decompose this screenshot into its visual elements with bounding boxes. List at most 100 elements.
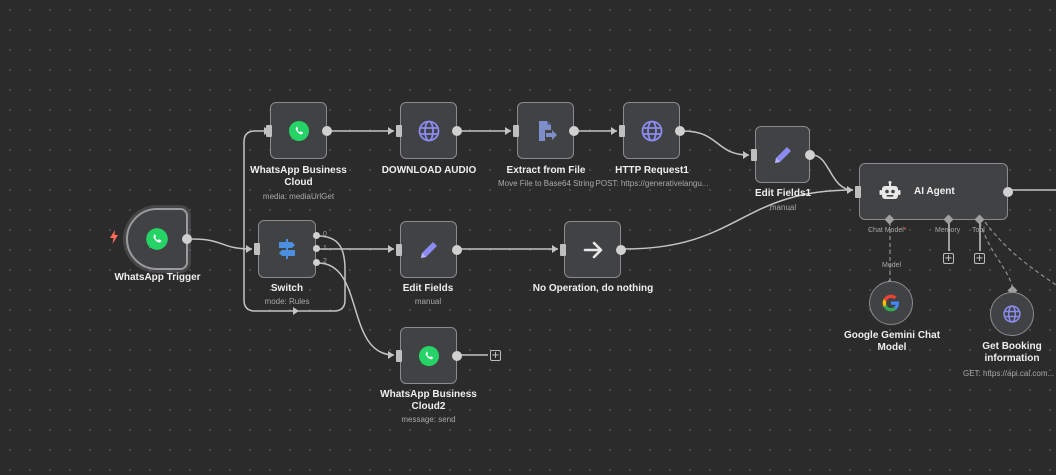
node-edit-fields1[interactable] [751, 126, 815, 183]
node-subtitle: manual [769, 203, 797, 212]
edge-switch-2-wbc2 [317, 262, 395, 356]
arrow-right-icon [583, 241, 602, 258]
input-port[interactable] [619, 124, 625, 137]
node-label: WhatsApp Business Cloud [250, 165, 347, 188]
chat-model-label: Chat Model [868, 227, 904, 234]
input-port[interactable] [266, 124, 272, 137]
arrowhead [552, 245, 558, 253]
add-node-button[interactable]: + [490, 350, 501, 361]
switch-icon [279, 239, 295, 259]
output-label-1: 1 [323, 245, 327, 252]
arrowhead [388, 245, 394, 253]
node-whatsapp-trigger[interactable] [126, 208, 192, 270]
node-label: Switch [270, 283, 304, 294]
input-port[interactable] [396, 243, 402, 256]
input-port[interactable] [254, 243, 260, 255]
required-mark: * [903, 227, 907, 234]
node-subtitle: manual [414, 297, 442, 306]
input-port[interactable] [396, 349, 402, 362]
node-extract-from-file[interactable] [513, 102, 579, 159]
output-port[interactable] [616, 244, 626, 255]
arrowhead [505, 127, 511, 135]
edge-booking-tool [979, 221, 1014, 291]
node-label: Get Booking information [982, 341, 1042, 364]
globe-icon [1003, 305, 1021, 323]
arrowhead [388, 351, 394, 359]
arrowhead [388, 127, 394, 135]
output-port[interactable] [182, 234, 192, 244]
node-subtitle: media: mediaUrlGet [262, 192, 335, 201]
whatsapp-icon [418, 345, 439, 366]
pencil-icon [420, 241, 437, 258]
output-port[interactable] [1003, 186, 1013, 197]
globe-icon [418, 120, 439, 141]
pencil-icon [774, 146, 791, 163]
output-label-2: 2 [323, 258, 327, 265]
input-port[interactable] [513, 124, 519, 137]
port-label-model: Model [882, 262, 902, 269]
whatsapp-icon [146, 228, 168, 250]
node-subtitle: message: send [401, 415, 456, 424]
port-label-chat-model: Chat Model* [868, 227, 907, 234]
node-label: WhatsApp Business Cloud2 [380, 389, 477, 412]
port-label-tool: Tool [972, 227, 985, 234]
robot-icon [879, 180, 901, 199]
node-google-gemini-chat-model[interactable] [869, 281, 913, 325]
arrowhead [246, 245, 252, 253]
node-label: No Operation, do nothing [532, 283, 654, 294]
node-switch[interactable] [254, 220, 316, 278]
file-export-icon [538, 120, 557, 141]
node-subtitle: mode: Rules [264, 297, 310, 306]
node-label: WhatsApp Trigger [114, 272, 201, 283]
arrowhead [293, 307, 299, 315]
node-download-audio[interactable] [396, 102, 462, 159]
node-label: Edit Fields1 [754, 188, 812, 199]
add-tool-button[interactable]: + [974, 253, 985, 264]
node-label: AI Agent [914, 186, 955, 197]
node-label: Extract from File [506, 165, 586, 176]
output-port[interactable] [452, 125, 462, 136]
output-port-2[interactable] [313, 259, 320, 266]
node-label: Edit Fields [402, 283, 454, 294]
node-no-operation[interactable] [560, 221, 626, 278]
node-subtitle: GET: https://api.cal.com... [963, 369, 1055, 378]
node-label: HTTP Request1 [615, 165, 689, 176]
node-subtitle: POST: https://generativelangu... [595, 179, 709, 188]
node-ai-agent[interactable]: AI Agent [855, 163, 1013, 220]
node-whatsapp-business-cloud[interactable] [266, 102, 332, 159]
add-memory-button[interactable]: + [943, 253, 954, 264]
arrowhead [611, 127, 617, 135]
edge-noop-agent [623, 189, 854, 250]
output-port[interactable] [675, 125, 685, 136]
bolt-icon [110, 230, 118, 244]
edge-switch-0-wbc [243, 130, 346, 312]
edge-trigger-switch [191, 238, 253, 250]
input-port[interactable] [560, 243, 566, 256]
edge-tool-offscreen [984, 221, 1056, 286]
whatsapp-icon [288, 120, 309, 141]
output-port-1[interactable] [313, 245, 320, 252]
output-port[interactable] [452, 244, 462, 255]
input-port[interactable] [396, 124, 402, 137]
output-port[interactable] [322, 125, 332, 136]
edge-http-editfields1 [682, 130, 750, 156]
arrowhead [743, 151, 749, 159]
node-label: Google Gemini Chat Model [843, 330, 941, 353]
google-icon [882, 294, 899, 312]
output-port[interactable] [569, 125, 579, 136]
node-whatsapp-business-cloud2[interactable] [396, 327, 462, 384]
node-label: DOWNLOAD AUDIO [381, 165, 477, 176]
output-port[interactable] [452, 350, 462, 361]
node-http-request1[interactable] [619, 102, 685, 159]
input-port[interactable] [855, 185, 861, 198]
arrowhead [847, 186, 853, 194]
node-get-booking-information[interactable] [990, 292, 1034, 336]
output-label-0: 0 [323, 231, 327, 238]
output-port[interactable] [805, 149, 815, 160]
node-edit-fields[interactable] [396, 221, 462, 278]
output-port-0[interactable] [313, 232, 320, 239]
input-port[interactable] [751, 148, 757, 161]
port-label-memory: Memory [935, 227, 961, 234]
